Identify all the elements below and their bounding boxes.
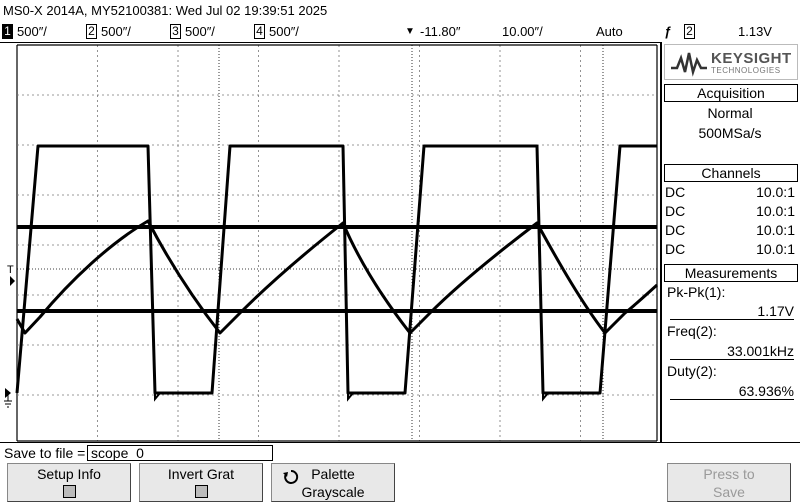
triangle-wave-trace bbox=[15, 219, 658, 335]
channel-2-indicator[interactable]: 2 500″/ bbox=[86, 22, 131, 42]
channel-row-4: DC 10.0:1 bbox=[665, 240, 795, 259]
trigger-source-number: 2 bbox=[684, 24, 695, 39]
timebase-readout[interactable]: 10.00″/ bbox=[502, 24, 543, 39]
setup-info-button[interactable]: Setup Info bbox=[7, 463, 131, 502]
trigger-source-indicator[interactable]: 2 bbox=[684, 22, 699, 42]
channel-row-1: DC 10.0:1 bbox=[665, 183, 795, 202]
press-to-save-button[interactable]: Press to Save bbox=[667, 463, 791, 502]
invert-grat-button[interactable]: Invert Grat bbox=[139, 463, 263, 502]
channel-3-probe: 10.0:1 bbox=[756, 222, 795, 238]
channel-1-number: 1 bbox=[2, 24, 13, 39]
channel-1-probe: 10.0:1 bbox=[756, 184, 795, 200]
channel-4-scale: 500″/ bbox=[269, 24, 299, 39]
square-wave-overshoot-2 bbox=[347, 392, 354, 402]
acquisition-rate: 500MSa/s bbox=[698, 125, 762, 141]
channel-1-coupling: DC bbox=[665, 184, 686, 200]
save-file-label: Save to file = bbox=[4, 445, 86, 461]
trigger-level-marker: T bbox=[7, 264, 14, 276]
channel-2-number: 2 bbox=[86, 24, 97, 39]
measurements-heading: Measurements bbox=[664, 264, 798, 282]
window-title: MS0-X 2014A, MY52100381: Wed Jul 02 19:3… bbox=[0, 0, 800, 22]
channel-1-ground-icon bbox=[5, 388, 11, 398]
trigger-arrow-icon bbox=[10, 276, 15, 286]
softkey-bar: Setup Info Invert Grat Palette Grayscale… bbox=[0, 462, 800, 503]
invert-grat-checkbox bbox=[194, 485, 208, 498]
channel-1-indicator[interactable]: 1 500″/ bbox=[2, 22, 47, 42]
channel-3-number: 3 bbox=[170, 24, 181, 39]
channel-4-probe: 10.0:1 bbox=[756, 241, 795, 257]
ground-symbol-icon bbox=[4, 395, 12, 408]
channels-heading: Channels bbox=[664, 164, 798, 182]
keysight-logo: KEYSIGHT TECHNOLOGIES bbox=[664, 44, 798, 80]
measurement-label-pkpk: Pk-Pk(1): bbox=[667, 284, 726, 300]
waveform-display[interactable]: T bbox=[0, 42, 660, 442]
channel-3-scale: 500″/ bbox=[185, 24, 215, 39]
save-label: Save bbox=[713, 484, 745, 500]
square-wave-trace bbox=[15, 144, 657, 395]
channel-2-scale: 500″/ bbox=[101, 24, 131, 39]
channel-row-3: DC 10.0:1 bbox=[665, 221, 795, 240]
press-to-label: Press to bbox=[703, 466, 755, 482]
measurement-value-pkpk: 1.17V bbox=[670, 303, 794, 320]
trigger-mode[interactable]: Auto bbox=[596, 24, 623, 39]
trigger-level[interactable]: 1.13V bbox=[738, 24, 772, 39]
channel-2-probe: 10.0:1 bbox=[756, 203, 795, 219]
measurement-label-duty: Duty(2): bbox=[667, 363, 717, 379]
square-wave-overshoot-3 bbox=[542, 392, 549, 402]
channel-status-bar: 1 500″/ 2 500″/ 3 500″/ 4 500″/ ▼ -11.80″ 10… bbox=[0, 22, 800, 42]
brand-subtitle: TECHNOLOGIES bbox=[711, 66, 781, 75]
setup-info-label: Setup Info bbox=[37, 466, 101, 482]
acquisition-heading: Acquisition bbox=[664, 84, 798, 102]
channel-4-coupling: DC bbox=[665, 241, 686, 257]
delay-readout[interactable]: -11.80″ bbox=[420, 24, 461, 39]
channel-2-coupling: DC bbox=[665, 203, 686, 219]
delay-marker-icon: ▼ bbox=[405, 26, 415, 37]
channel-1-scale: 500″/ bbox=[17, 24, 47, 39]
palette-button[interactable]: Palette Grayscale bbox=[271, 463, 395, 502]
channel-4-indicator[interactable]: 4 500″/ bbox=[254, 22, 299, 42]
waveform-graticule: T bbox=[4, 44, 658, 442]
channel-4-number: 4 bbox=[254, 24, 265, 39]
save-file-row: Save to file = bbox=[0, 442, 800, 462]
measurement-value-freq: 33.001kHz bbox=[670, 343, 794, 360]
measurement-label-freq: Freq(2): bbox=[667, 323, 717, 339]
invert-grat-label: Invert Grat bbox=[167, 466, 235, 482]
info-sidebar: KEYSIGHT TECHNOLOGIES Acquisition Normal… bbox=[660, 42, 800, 442]
filename-input[interactable] bbox=[87, 445, 273, 461]
square-wave-overshoot-1 bbox=[154, 392, 161, 402]
measurement-value-duty: 63.936% bbox=[670, 383, 794, 400]
trigger-edge-icon: ƒ bbox=[664, 24, 672, 39]
palette-value: Grayscale bbox=[301, 484, 365, 500]
graticule-grid bbox=[16, 44, 658, 442]
acquisition-mode: Normal bbox=[707, 105, 753, 121]
channel-3-coupling: DC bbox=[665, 222, 686, 238]
channel-3-indicator[interactable]: 3 500″/ bbox=[170, 22, 215, 42]
palette-label: Palette bbox=[311, 466, 355, 482]
channel-row-2: DC 10.0:1 bbox=[665, 202, 795, 221]
setup-info-checkbox bbox=[62, 485, 76, 498]
brand-name: KEYSIGHT bbox=[711, 50, 792, 67]
rotate-knob-icon bbox=[283, 469, 299, 484]
keysight-wave-icon bbox=[671, 52, 707, 77]
